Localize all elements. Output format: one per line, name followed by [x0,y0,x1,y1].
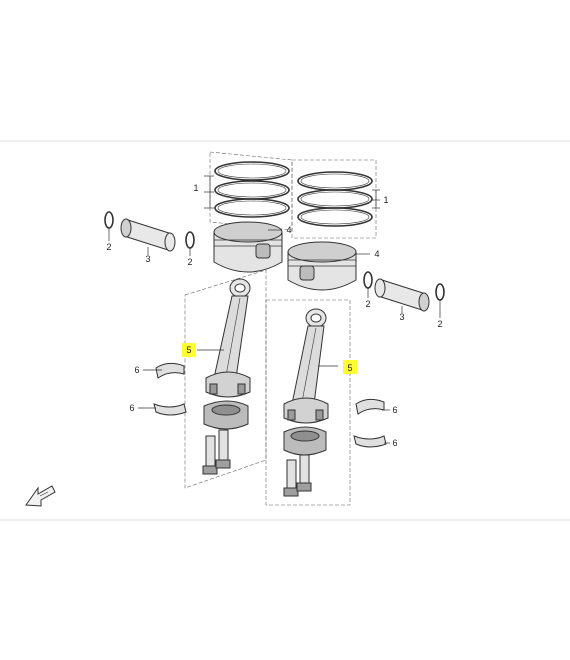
callout-1-right: 1 [383,195,388,205]
callout-5-left-highlight: 5 [182,343,196,357]
right-rod-cap [283,426,327,456]
callout-4-right: 4 [374,249,379,259]
left-bearing-lower [153,403,187,416]
right-bearing-lower [353,435,387,448]
right-piston [287,241,357,291]
leader-lines [108,175,441,444]
right-piston-pin [374,278,430,312]
callout-6-right-lower: 6 [392,438,397,448]
callout-6-right-upper: 6 [392,405,397,415]
left-circlip-inner [185,231,195,249]
callout-6-left-upper: 6 [134,365,139,375]
callout-5-left: 5 [186,345,191,355]
left-assembly [104,151,293,489]
right-rod-bolts [283,454,312,497]
right-assembly [265,159,445,506]
right-bearing-upper [355,398,385,415]
right-rod-dashed-box [265,299,351,506]
left-piston-pin [120,218,176,252]
left-piston [213,221,283,273]
right-piston-rings [297,171,373,227]
left-circlip-outer [104,211,114,229]
right-connecting-rod [283,308,329,424]
callout-2-right-inner: 2 [365,299,370,309]
callout-1-left: 1 [193,183,198,193]
callout-2-left-outer: 2 [106,242,111,252]
forward-arrow-icon [25,485,56,507]
right-circlip-outer [435,283,445,301]
callout-2-right-outer: 2 [437,319,442,329]
callout-4-left: 4 [286,225,291,235]
right-ring-dashed-box [291,159,377,239]
callout-6-left-lower: 6 [129,403,134,413]
left-ring-dashed-box [209,151,293,231]
left-bearing-upper [155,362,185,379]
callout-3-right: 3 [399,312,404,322]
callout-5-right-highlight: 5 [343,360,357,374]
callout-labels: 1 1 2 2 2 2 3 3 4 4 5 5 6 6 6 6 [106,183,442,448]
callout-3-left: 3 [145,254,150,264]
left-piston-rings [214,161,290,218]
left-rod-dashed-box [184,269,267,489]
left-rod-bolts [202,429,231,475]
callout-2-left-inner: 2 [187,257,192,267]
left-rod-cap [203,400,249,430]
callout-5-right: 5 [347,363,352,373]
left-connecting-rod [205,278,251,398]
right-circlip-inner [363,271,373,289]
